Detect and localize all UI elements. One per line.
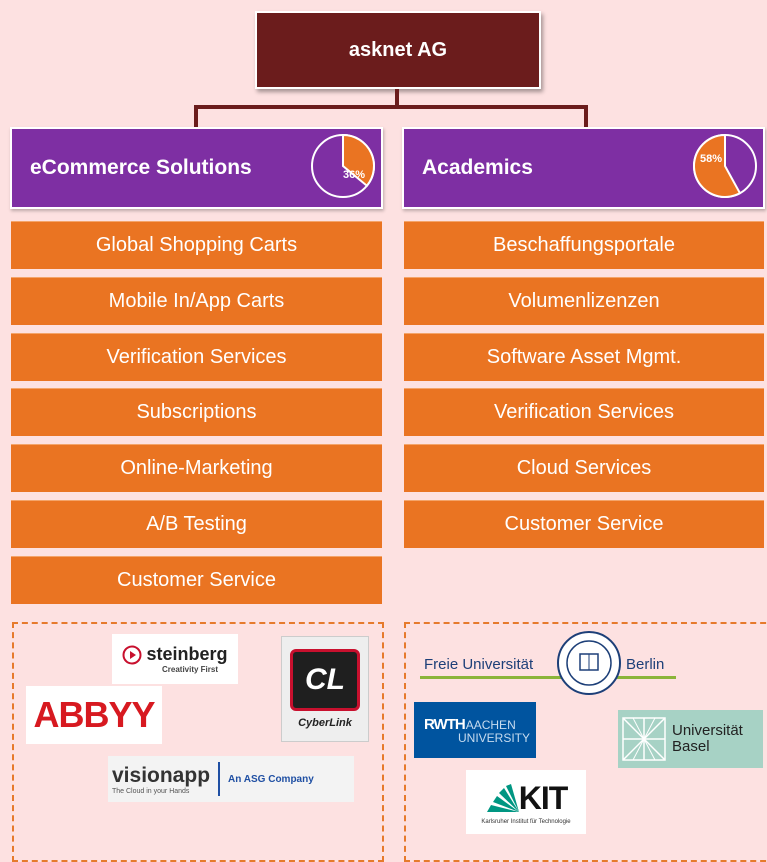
logo-cyberlink: CL CyberLink (281, 636, 369, 742)
list-item: Global Shopping Carts (11, 221, 382, 269)
header-academics-title: Academics (422, 156, 533, 179)
pie-academics-slice (693, 133, 742, 198)
logo-steinberg: steinberg Creativity First (112, 634, 238, 684)
list-item: Verification Services (11, 332, 382, 381)
cyberlink-mark: CL (305, 663, 345, 696)
list-item: Customer Service (11, 555, 382, 604)
visionapp-tagline: The Cloud in your Hands (112, 787, 190, 795)
rwth-city: AACHEN (465, 717, 516, 732)
pie-ecommerce-slice (342, 133, 375, 188)
root-title: asknet AG (348, 38, 448, 61)
kit-name: KIT (518, 779, 569, 816)
header-ecommerce-title: eCommerce Solutions (30, 156, 252, 179)
pie-ecommerce-label: 36% (343, 169, 365, 181)
steinberg-tagline: Creativity First (161, 665, 219, 674)
list-item: Beschaffungsportale (404, 221, 764, 269)
basel-pattern-icon (622, 717, 666, 761)
kit-fan-icon (486, 784, 519, 812)
logo-visionapp: visionapp The Cloud in your Hands An ASG… (108, 756, 354, 802)
logo-abbyy: ABBYY (26, 686, 162, 744)
steinberg-name: steinberg (146, 644, 228, 664)
logo-kit: KIT Karlsruher Institut für Technologie (466, 770, 586, 834)
visionapp-partner: An ASG Company (228, 773, 314, 785)
list-item: Online-Marketing (11, 444, 382, 493)
steinberg-play-icon (122, 645, 142, 664)
connector-bar (194, 105, 588, 109)
list-item: Mobile In/App Carts (11, 276, 382, 325)
list-item: Software Asset Mgmt. (404, 332, 764, 381)
pie-ecommerce: 36% (311, 133, 375, 198)
kit-tagline: Karlsruher Institut für Technologie (481, 818, 571, 825)
list-item: Volumenlizenzen (404, 276, 764, 325)
list-item: Customer Service (404, 500, 764, 548)
rwth-name: RWTH (424, 715, 466, 733)
cyberlink-mark-box: CL (290, 649, 360, 711)
fu-berlin-line (420, 676, 676, 679)
root-node: asknet AG (255, 11, 541, 89)
connector-right (584, 105, 588, 129)
pie-academics: 58% (693, 133, 757, 198)
logo-rwth: RWTH AACHEN UNIVERSITY (414, 702, 536, 758)
fu-berlin-left: Freie Universität (424, 656, 534, 673)
list-item: Verification Services (404, 388, 764, 437)
fu-berlin-right: Berlin (626, 656, 665, 673)
fu-berlin-seal-icon (557, 631, 621, 695)
logo-basel: Universität Basel (618, 710, 763, 768)
header-ecommerce: eCommerce Solutions 36% (10, 127, 383, 209)
pie-academics-label: 58% (700, 153, 722, 165)
list-item: Subscriptions (11, 388, 382, 437)
visionapp-divider (218, 762, 221, 796)
abbyy-name: ABBYY (33, 694, 155, 735)
list-item: Cloud Services (404, 444, 764, 493)
cyberlink-name: CyberLink (298, 717, 352, 729)
visionapp-name: visionapp (112, 763, 211, 787)
basel-line2: Basel (672, 738, 710, 755)
header-academics: Academics 58% (402, 127, 765, 209)
rwth-university: UNIVERSITY (458, 730, 531, 745)
basel-line1: Universität (672, 722, 743, 739)
connector-stem (395, 89, 399, 107)
list-item: A/B Testing (11, 500, 382, 548)
logo-fu-berlin: Freie Universität Berlin (420, 628, 682, 698)
connector-left (194, 105, 198, 129)
